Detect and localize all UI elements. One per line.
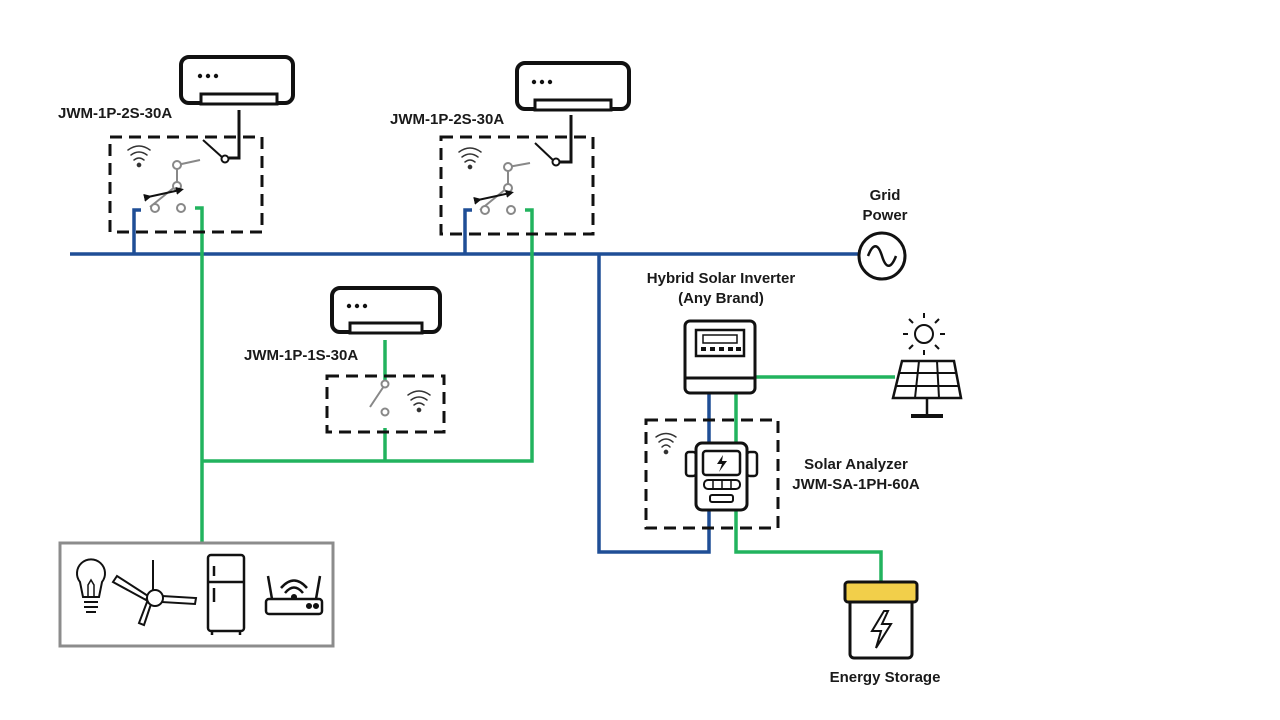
load-wire-switch-b	[202, 208, 534, 463]
wifi-icon	[655, 432, 677, 455]
switch-a	[108, 110, 264, 234]
ac-source-icon	[857, 231, 907, 281]
analyzer-enclosure	[644, 418, 780, 530]
ceiling-fan-icon	[111, 560, 198, 627]
energy-meter-icon	[684, 441, 759, 512]
wifi-icon	[407, 390, 431, 413]
router-icon	[264, 575, 324, 616]
ac-b-lead	[560, 115, 573, 164]
switch-b	[439, 115, 595, 236]
analyzer-label-line2: JWM-SA-1PH-60A	[792, 476, 920, 493]
switch-a-label: JWM-1P-2S-30A	[58, 105, 173, 122]
analyzer-label: Solar Analyzer JWM-SA-1PH-60A	[790, 455, 922, 495]
energy-storage-label: Energy Storage	[829, 669, 941, 686]
refrigerator-icon	[206, 553, 246, 635]
switch-a-enclosure	[108, 135, 264, 234]
switch-c-enclosure	[325, 374, 446, 434]
switch-b-label: JWM-1P-2S-30A	[390, 111, 505, 128]
switch-c-label: JWM-1P-1S-30A	[244, 347, 359, 364]
changeover-arrow	[143, 186, 184, 202]
switch-c-contacts	[369, 379, 390, 417]
analyzer-label-line1: Solar Analyzer	[804, 456, 908, 473]
grid-label-line1: Grid	[869, 187, 901, 204]
grid-wire-switch-a	[132, 208, 141, 254]
changeover-arrow	[473, 189, 514, 205]
wifi-icon	[458, 147, 482, 170]
loads-panel	[58, 541, 335, 648]
wifi-icon	[127, 145, 151, 168]
grid-wire-switch-b	[463, 208, 472, 254]
inverter-label-line2: (Any Brand)	[678, 290, 764, 307]
load-wires	[195, 206, 895, 582]
switch-b-contacts	[479, 142, 561, 215]
inverter-icon	[683, 319, 757, 395]
switch-a-contacts	[149, 139, 230, 213]
grid-label-line2: Power	[862, 207, 908, 224]
load-wire-switch-a	[195, 206, 204, 545]
air-conditioner-icon	[515, 61, 631, 112]
air-conditioner-icon	[179, 55, 295, 106]
solar-panel-icon	[891, 359, 963, 418]
ac-a-lead	[229, 110, 241, 160]
inverter-label-line1: Hybrid Solar Inverter	[646, 270, 796, 287]
inverter-label: Hybrid Solar Inverter (Any Brand)	[628, 269, 814, 309]
grid-power-label: Grid Power	[850, 186, 920, 226]
air-conditioner-icon	[330, 286, 442, 335]
switch-b-enclosure	[439, 135, 595, 236]
sun-icon	[903, 313, 945, 355]
light-bulb-icon	[76, 558, 106, 613]
battery-icon	[843, 580, 919, 660]
switch-c	[325, 374, 446, 434]
